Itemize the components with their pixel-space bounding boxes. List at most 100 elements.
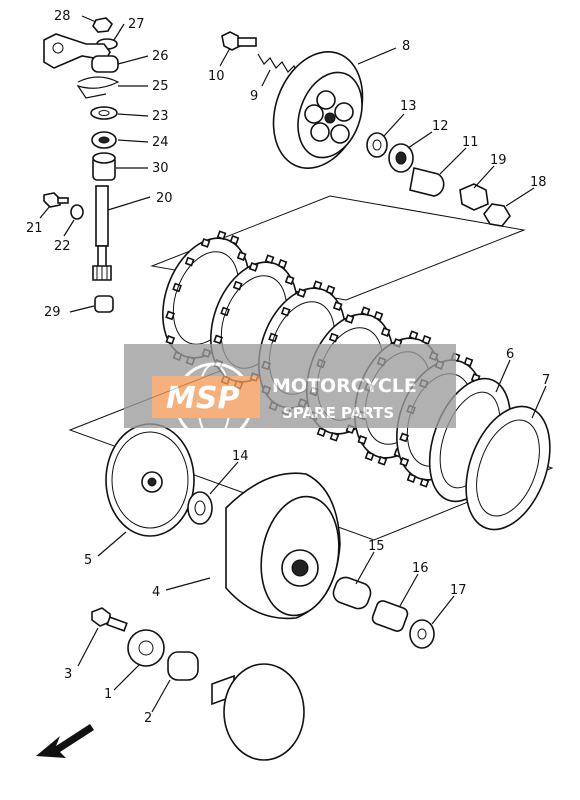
plate-tooth bbox=[165, 310, 175, 321]
spring-boss bbox=[330, 124, 350, 144]
label-12: 12 bbox=[432, 119, 449, 134]
plate-tooth bbox=[229, 235, 240, 245]
watermark-line1: MOTORCYCLE bbox=[272, 375, 417, 397]
plate-tooth bbox=[184, 256, 195, 267]
washer-hole bbox=[372, 139, 382, 151]
label-14: 14 bbox=[232, 449, 249, 464]
label-24: 24 bbox=[152, 135, 169, 150]
washer-part bbox=[409, 619, 435, 649]
plate-tooth bbox=[399, 432, 409, 443]
nut-part bbox=[459, 183, 489, 211]
label-16: 16 bbox=[412, 561, 429, 576]
label-4: 4 bbox=[152, 585, 160, 600]
plate-tooth bbox=[364, 451, 375, 461]
leader-line bbox=[117, 55, 149, 65]
leader-line bbox=[77, 627, 99, 667]
plate-tooth bbox=[419, 477, 430, 488]
gear-face bbox=[111, 431, 189, 529]
plate-tooth bbox=[373, 311, 384, 321]
plate-tooth bbox=[399, 457, 410, 467]
leader-line bbox=[357, 47, 397, 65]
spring-boss bbox=[310, 122, 330, 142]
plate-tooth bbox=[277, 259, 288, 269]
watermark-logo: MSP bbox=[166, 381, 239, 416]
plate-tooth bbox=[377, 455, 388, 466]
leader-line bbox=[39, 205, 51, 219]
leader-line bbox=[261, 69, 271, 87]
leader-line bbox=[165, 577, 211, 591]
label-13: 13 bbox=[400, 99, 417, 114]
plate-tooth bbox=[213, 334, 223, 345]
label-9: 9 bbox=[250, 89, 258, 104]
washer-hole bbox=[98, 110, 110, 116]
plate-tooth bbox=[200, 238, 211, 248]
label-6: 6 bbox=[506, 347, 514, 362]
plate-tooth bbox=[406, 473, 417, 483]
bearing-hole bbox=[395, 151, 407, 165]
plate-tooth bbox=[380, 327, 391, 337]
spacer-part bbox=[332, 576, 372, 610]
label-11: 11 bbox=[462, 135, 479, 150]
label-29: 29 bbox=[44, 305, 61, 320]
housing-center bbox=[291, 559, 309, 577]
washer-hole bbox=[417, 628, 427, 640]
label-3: 3 bbox=[64, 667, 72, 682]
bushing-part bbox=[94, 295, 114, 313]
part-labels: 28 27 26 25 23 24 30 20 21 22 29 10 9 8 … bbox=[26, 9, 550, 726]
watermark-logo-box bbox=[152, 376, 260, 418]
leader-line bbox=[113, 23, 125, 41]
leader-line bbox=[117, 139, 149, 143]
leader-line bbox=[219, 47, 231, 67]
plate-tooth bbox=[325, 285, 336, 295]
plate-tooth bbox=[421, 335, 432, 345]
shift-shaft-assembly bbox=[43, 17, 120, 313]
label-7: 7 bbox=[542, 373, 550, 388]
friction-disk-part bbox=[465, 405, 551, 531]
spring-boss bbox=[316, 90, 336, 110]
collar-part bbox=[167, 651, 199, 681]
leader-line bbox=[69, 305, 95, 313]
leader-line bbox=[505, 187, 535, 207]
direction-arrow-icon bbox=[36, 724, 94, 758]
label-18: 18 bbox=[530, 175, 547, 190]
shaft-part bbox=[95, 185, 109, 247]
bolt-stem bbox=[57, 197, 69, 204]
plate-tooth bbox=[296, 288, 307, 298]
plate-tooth bbox=[264, 254, 275, 265]
leader-line bbox=[117, 113, 149, 117]
label-5: 5 bbox=[84, 553, 92, 568]
gear-center bbox=[147, 477, 157, 487]
plate-tooth bbox=[284, 275, 295, 285]
plate-tooth bbox=[332, 301, 343, 311]
leader-line bbox=[407, 131, 433, 149]
pressure-plate-assembly bbox=[221, 31, 511, 227]
label-2: 2 bbox=[144, 711, 152, 726]
plate-tooth bbox=[248, 262, 259, 272]
washer-hole bbox=[194, 500, 206, 516]
label-19: 19 bbox=[490, 153, 507, 168]
plate-tooth bbox=[316, 427, 327, 437]
push-rod-part bbox=[409, 167, 445, 197]
leader-line bbox=[495, 359, 511, 393]
plate-tooth bbox=[312, 280, 323, 291]
label-20: 20 bbox=[156, 191, 173, 206]
leader-lines bbox=[39, 15, 547, 713]
plate-tooth bbox=[408, 330, 419, 341]
plate-tooth bbox=[280, 306, 291, 317]
watermark-line2: SPARE PARTS bbox=[282, 404, 394, 422]
plate-tooth bbox=[329, 431, 340, 442]
plate-tooth bbox=[360, 306, 371, 317]
label-28: 28 bbox=[54, 9, 71, 24]
leader-line bbox=[209, 461, 239, 495]
boss-part bbox=[91, 55, 119, 73]
label-1: 1 bbox=[104, 687, 112, 702]
label-23: 23 bbox=[152, 109, 169, 124]
leader-line bbox=[473, 165, 495, 189]
label-17: 17 bbox=[450, 583, 467, 598]
watermark: MSP MOTORCYCLE SPARE PARTS bbox=[124, 344, 456, 442]
leader-line bbox=[355, 551, 375, 585]
plate-tooth bbox=[165, 335, 176, 345]
leader-line bbox=[63, 219, 75, 237]
label-26: 26 bbox=[152, 49, 169, 64]
